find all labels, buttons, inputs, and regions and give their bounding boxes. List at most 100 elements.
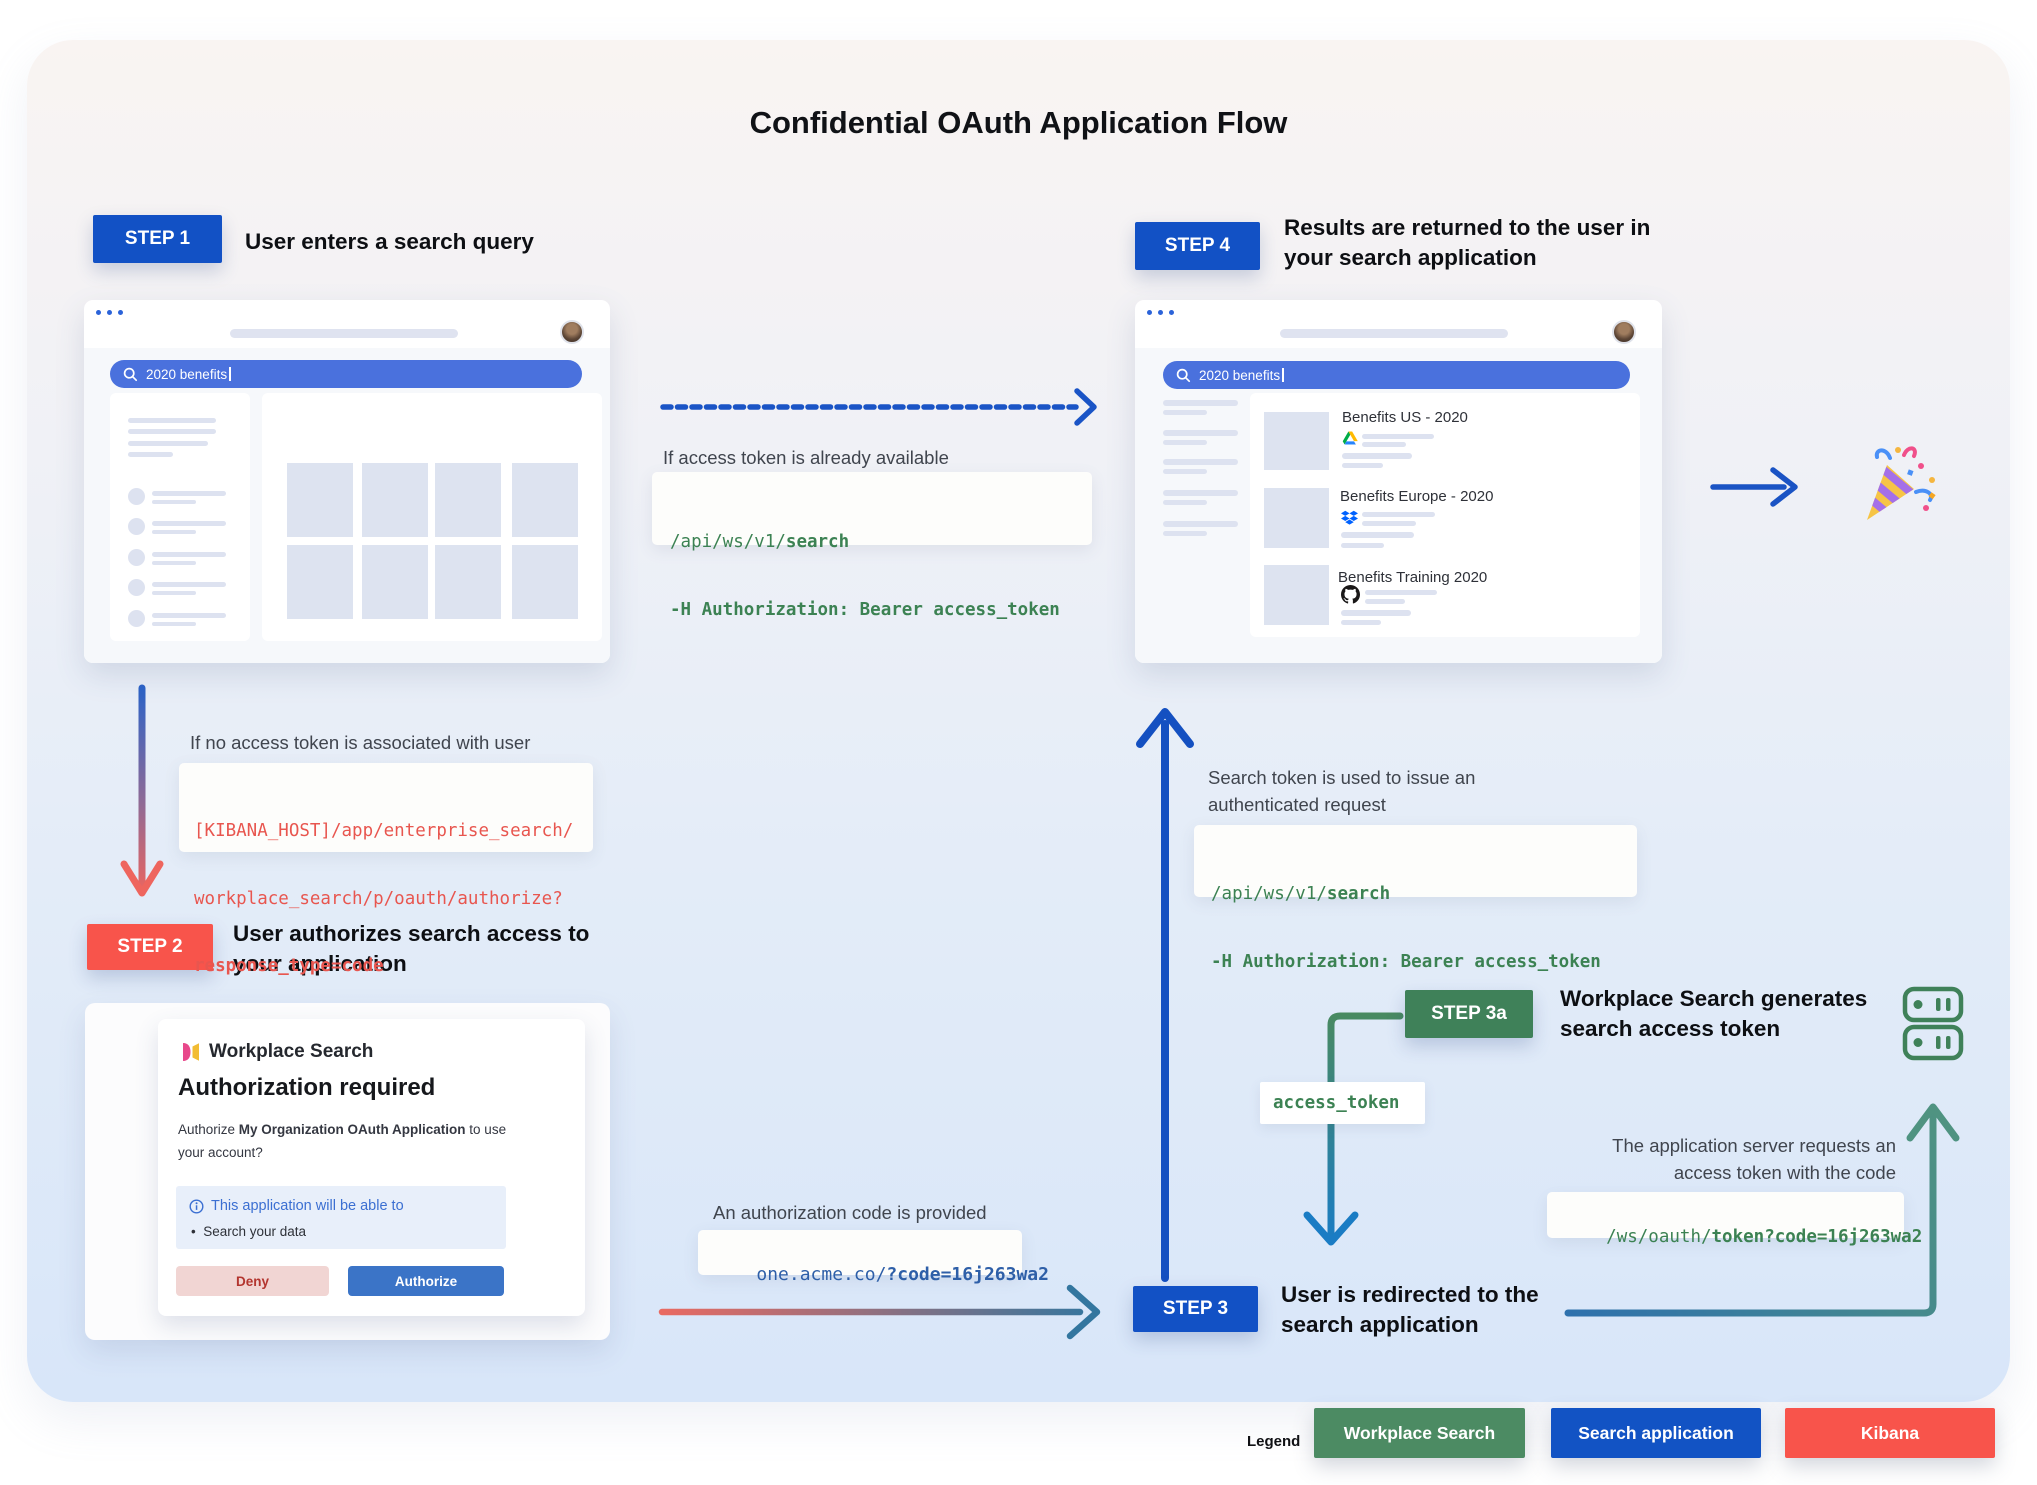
content-skeleton-panel <box>262 393 602 641</box>
step2-badge: STEP 2 <box>87 924 213 970</box>
search-query-text: 2020 benefits <box>1199 367 1281 383</box>
search-input[interactable]: 2020 benefits <box>110 360 582 388</box>
result-title: Benefits Training 2020 <box>1338 569 1488 586</box>
permissions-title-row: This application will be able to <box>189 1198 404 1214</box>
note-search-token: Search token is used to issue an authent… <box>1208 767 1476 815</box>
browser-mockup-step4: 2020 benefits Benefits US - 2020 <box>1135 300 1662 663</box>
step1-title: User enters a search query <box>245 229 534 254</box>
access-token-label: access_token <box>1260 1082 1425 1124</box>
code-line-bold: response_type=code <box>194 956 384 976</box>
code-auth-header: -H Authorization: Bearer access_token <box>1211 951 1601 972</box>
note-no-token: If no access token is associated with us… <box>190 732 531 753</box>
code-search-api-2: /api/ws/v1/search -H Authorization: Bear… <box>1194 825 1637 972</box>
code-kibana-authorize: [KIBANA_HOST]/app/enterprise_search/ wor… <box>179 763 593 976</box>
results-panel: Benefits US - 2020 Benefits Europe - 202… <box>1250 393 1640 637</box>
result-title: Benefits Europe - 2020 <box>1340 488 1494 505</box>
step3a-badge: STEP 3a <box>1405 990 1533 1038</box>
step2-title: User authorizes search access to your ap… <box>233 921 590 976</box>
page-title: Confidential OAuth Application Flow <box>749 105 1288 140</box>
code-path-bold: search <box>1326 884 1391 904</box>
legend-label: Legend <box>1247 1433 1301 1450</box>
step3-badge: STEP 3 <box>1133 1286 1258 1332</box>
code-path-bold: token?code=16j263wa2 <box>1711 1226 1923 1247</box>
arrow-redirect-head <box>1906 1103 1960 1142</box>
facets-skeleton <box>1135 348 1255 663</box>
arrow-redirect-elbow <box>1564 1108 1937 1317</box>
address-bar-skeleton <box>1280 329 1508 338</box>
magnifier-icon <box>123 367 138 381</box>
code-line: [KIBANA_HOST]/app/enterprise_search/ <box>194 821 574 841</box>
magnifier-icon <box>1176 368 1191 382</box>
workplace-search-logo <box>183 1043 199 1061</box>
legend-kibana: Kibana <box>1785 1408 1995 1458</box>
code-line: workplace_search/p/oauth/authorize? <box>194 888 563 909</box>
code-path: /api/ws/v1/ <box>1211 884 1327 904</box>
step1-badge-label: STEP 1 <box>124 228 191 249</box>
body-prefix: Authorize <box>178 1122 239 1137</box>
step4-title: Results are returned to the user in your… <box>1284 215 1651 270</box>
body-suffix: to use your account? <box>178 1122 507 1160</box>
note-auth-code: An authorization code is provided <box>713 1202 987 1223</box>
window-dots-icon <box>96 310 123 315</box>
browser-mockup-step1: 2020 benefits <box>84 300 610 663</box>
workplace-search-brand: Workplace Search <box>182 1041 373 1063</box>
search-query-text: 2020 benefits <box>146 366 228 382</box>
address-bar-skeleton <box>230 329 458 338</box>
authorize-button[interactable]: Authorize <box>348 1266 504 1296</box>
github-icon <box>1341 585 1360 604</box>
note-server-requests: The application server requests an acces… <box>1612 1135 1896 1183</box>
dashed-arrowhead <box>1074 388 1097 426</box>
code-oauth-token: /ws/oauth/token?code=16j263wa2 <box>1547 1192 1922 1247</box>
legend-workplace-search: Workplace Search <box>1314 1408 1525 1458</box>
text-caret <box>1282 368 1284 382</box>
permission-item: • Search your data <box>191 1224 306 1239</box>
code-uri: one.acme.co/ <box>756 1263 887 1285</box>
arrow-success-head <box>1770 467 1798 507</box>
code-redirect-uri: one.acme.co/?code=16j263wa2 <box>698 1230 1049 1285</box>
code-path-bold: search <box>785 532 850 552</box>
user-avatar <box>560 320 584 344</box>
party-popper-icon <box>1867 446 1936 520</box>
text-caret <box>229 367 231 381</box>
access-token-text: access_token <box>1273 1093 1400 1113</box>
code-path: /ws/oauth/ <box>1606 1226 1712 1247</box>
google-drive-icon <box>1342 431 1358 445</box>
step3-title: User is redirected to the search applica… <box>1281 1282 1539 1337</box>
window-dots-icon <box>1147 310 1174 315</box>
sidebar-skeleton-panel <box>110 393 250 641</box>
permission-text: Search your data <box>203 1224 307 1239</box>
legend-search-application: Search application <box>1551 1408 1761 1458</box>
permissions-callout: This application will be able to • Searc… <box>176 1186 506 1249</box>
arrow-authenticated-request-head <box>1136 708 1194 748</box>
user-avatar <box>1612 320 1636 344</box>
step3-badge-label: STEP 3 <box>1162 1298 1229 1319</box>
dialog-body: Authorize My Organization OAuth Applicat… <box>178 1118 516 1164</box>
brand-name: Workplace Search <box>209 1041 374 1062</box>
code-search-api: /api/ws/v1/search -H Authorization: Bear… <box>652 472 1092 620</box>
authorization-dialog: Workplace Search Authorization required … <box>158 1019 585 1316</box>
step1-badge: STEP 1 <box>93 215 222 263</box>
deny-button[interactable]: Deny <box>176 1266 329 1296</box>
step2-badge-label: STEP 2 <box>117 936 183 957</box>
info-icon <box>189 1198 204 1214</box>
step4-badge-label: STEP 4 <box>1164 235 1231 256</box>
dropbox-icon <box>1341 510 1358 525</box>
arrow-access-token-elbow <box>1327 1012 1404 1240</box>
server-icon <box>1902 986 1964 1061</box>
permissions-title: This application will be able to <box>211 1198 404 1214</box>
step3a-title: Workplace Search generates search access… <box>1560 986 1868 1041</box>
step3a-badge-label: STEP 3a <box>1431 1003 1507 1024</box>
step4-badge: STEP 4 <box>1135 222 1260 270</box>
note-token-available: If access token is already available <box>663 447 949 468</box>
browser-content: 2020 benefits <box>84 348 610 663</box>
arrow-auth-code-head <box>1066 1284 1101 1340</box>
code-path: /api/ws/v1/ <box>670 532 786 552</box>
arrow-no-token-head <box>120 860 164 897</box>
browser-content: 2020 benefits Benefits US - 2020 <box>1135 348 1662 663</box>
arrow-access-token-head <box>1303 1211 1359 1246</box>
search-input[interactable]: 2020 benefits <box>1163 361 1630 389</box>
result-title: Benefits US - 2020 <box>1342 409 1468 426</box>
dialog-heading: Authorization required <box>178 1074 436 1101</box>
